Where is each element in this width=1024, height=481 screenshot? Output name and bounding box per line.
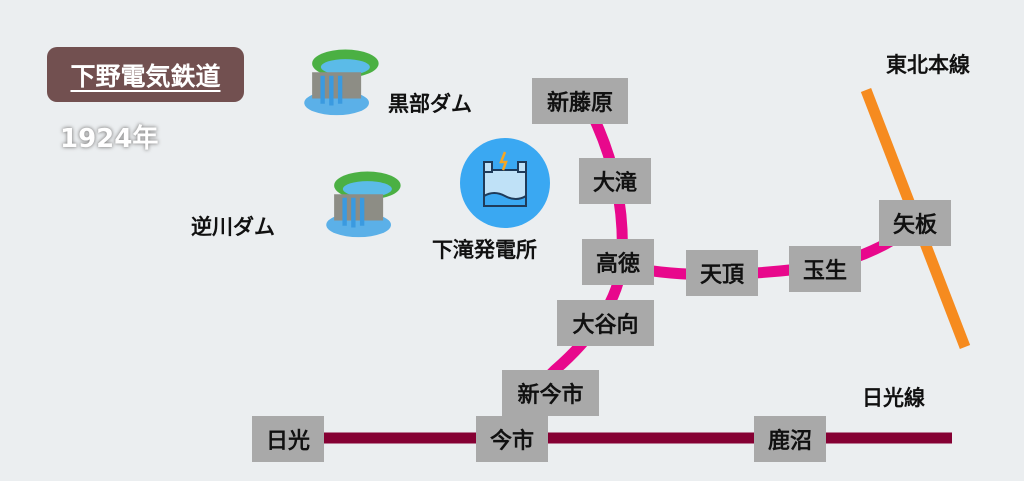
nikko-line-label: 日光線 bbox=[862, 386, 925, 410]
page-title: 下野電気鉄道 bbox=[70, 61, 221, 91]
station-takatoku[interactable]: 高徳 bbox=[582, 239, 654, 285]
power-plant-icon bbox=[460, 138, 550, 228]
power-plant-label: 下滝発電所 bbox=[432, 238, 537, 262]
shimotsuke-line-east bbox=[620, 220, 919, 280]
tohoku-line-label: 東北本線 bbox=[886, 53, 970, 77]
station-oyamukai[interactable]: 大谷向 bbox=[557, 300, 654, 346]
station-shinimaichi[interactable]: 新今市 bbox=[502, 370, 599, 416]
title-badge: 下野電気鉄道 bbox=[47, 47, 244, 102]
station-tamanyu[interactable]: 玉生 bbox=[789, 246, 861, 292]
station-imaichi[interactable]: 今市 bbox=[476, 416, 548, 462]
station-nikko[interactable]: 日光 bbox=[252, 416, 324, 462]
year-label: 1924年 bbox=[60, 124, 159, 154]
dam-icon bbox=[304, 49, 379, 116]
station-kanuma[interactable]: 鹿沼 bbox=[754, 416, 826, 462]
station-tenchou[interactable]: 天頂 bbox=[686, 250, 758, 296]
sakasagawa-dam-label: 逆川ダム bbox=[191, 215, 275, 239]
station-shinfujiwara[interactable]: 新藤原 bbox=[532, 78, 628, 124]
kurobe-dam-label: 黒部ダム bbox=[388, 92, 472, 116]
station-otaki[interactable]: 大滝 bbox=[579, 158, 651, 204]
dam-icon bbox=[326, 171, 401, 238]
station-yaita[interactable]: 矢板 bbox=[879, 200, 951, 246]
